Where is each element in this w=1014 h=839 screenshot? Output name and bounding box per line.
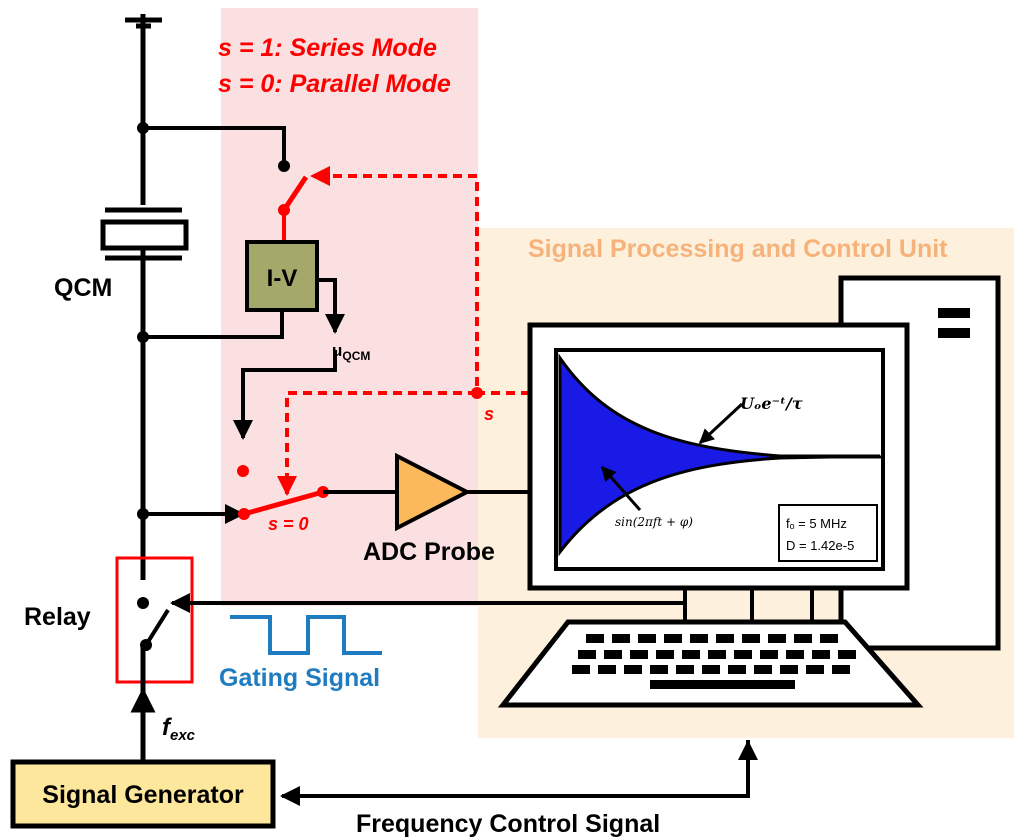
tower-drive-bay bbox=[938, 308, 970, 318]
envelope-pointer-arrow bbox=[698, 402, 744, 445]
iv-output-wire bbox=[233, 350, 337, 440]
fexc-label: fexc bbox=[162, 714, 196, 744]
switch-terminal-dot bbox=[278, 160, 290, 172]
iv-label: I-V bbox=[267, 265, 298, 292]
frequency-control-label: Frequency Control Signal bbox=[356, 810, 660, 838]
adc-probe-amplifier bbox=[395, 452, 472, 532]
processing-unit-title: Signal Processing and Control Unit bbox=[528, 235, 948, 263]
keyboard bbox=[497, 619, 924, 708]
param-d: D = 1.42e-5 bbox=[786, 538, 854, 553]
relay-contact-dot bbox=[137, 597, 149, 609]
adc-probe-label: ADC Probe bbox=[363, 538, 495, 566]
control-dashed-line-lower bbox=[277, 391, 477, 496]
signal-generator-label: Signal Generator bbox=[42, 781, 244, 809]
relay-blade bbox=[144, 608, 170, 647]
control-dashed-line bbox=[310, 166, 530, 395]
series-mode-label: s = 1: Series Mode bbox=[218, 34, 437, 62]
sine-formula: sin(2πft + φ) bbox=[615, 515, 693, 529]
junction-dot bbox=[137, 508, 149, 520]
qcm-label: QCM bbox=[54, 274, 112, 302]
keyboard-keys bbox=[572, 634, 856, 689]
top-branch-wire bbox=[143, 126, 286, 166]
gating-signal-label: Gating Signal bbox=[219, 664, 380, 692]
gating-signal-waveform bbox=[230, 615, 382, 655]
adc-switch-blade bbox=[243, 489, 324, 517]
parallel-mode-label: s = 0: Parallel Mode bbox=[218, 70, 451, 98]
tower-drive-bay bbox=[938, 328, 970, 338]
parameter-box bbox=[778, 504, 878, 562]
mode-switch-blade bbox=[281, 175, 309, 212]
control-junction-dot bbox=[471, 387, 483, 399]
qcm-crystal-icon bbox=[100, 207, 189, 261]
parallel-terminal-dot bbox=[237, 465, 249, 477]
uqcm-label: uQCM bbox=[332, 341, 370, 363]
relay-label: Relay bbox=[24, 603, 91, 631]
frequency-control-wire bbox=[280, 740, 750, 806]
relay-box bbox=[115, 556, 194, 684]
s-label: s bbox=[484, 404, 494, 424]
lower-branch-wire bbox=[143, 310, 284, 339]
s0-label: s = 0 bbox=[268, 514, 309, 534]
envelope-formula: Uₒe⁻ᵗ/τ bbox=[740, 394, 803, 413]
sine-pointer-arrow bbox=[600, 465, 642, 511]
junction-dot bbox=[137, 122, 149, 134]
param-f0: fₒ = 5 MHz bbox=[786, 516, 847, 531]
uqcm-output-wire bbox=[317, 278, 345, 334]
signal-generator-box bbox=[10, 759, 276, 829]
junction-dot bbox=[137, 331, 149, 343]
